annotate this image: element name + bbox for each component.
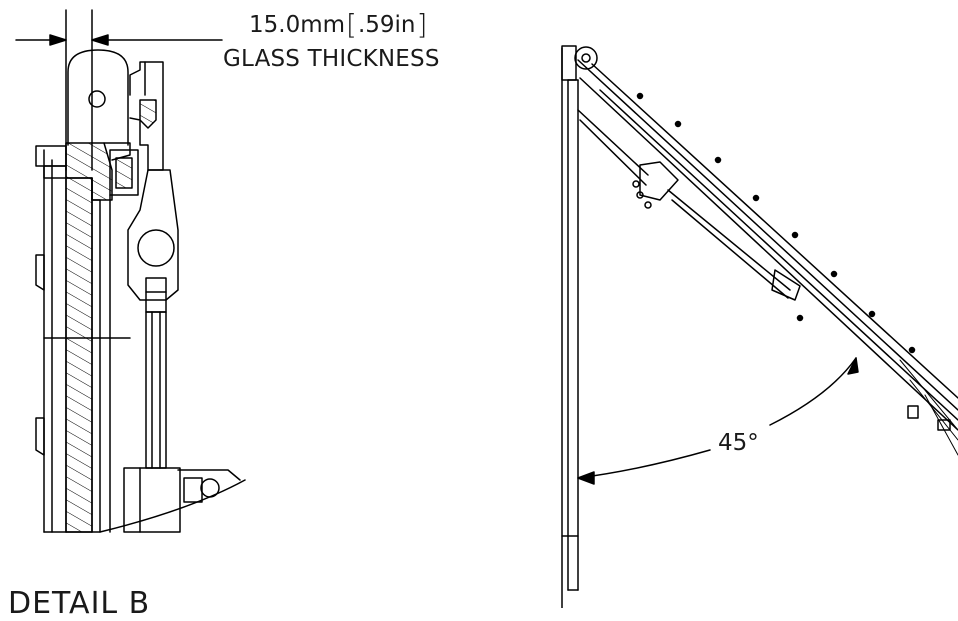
side-view bbox=[561, 45, 958, 608]
side-gas-strut bbox=[577, 109, 801, 301]
angle-arc bbox=[577, 357, 859, 485]
top-seal bbox=[65, 142, 139, 201]
detail-boundary-arc bbox=[43, 479, 246, 533]
hinge-knuckle bbox=[67, 49, 129, 146]
angle-label: 45° bbox=[718, 430, 759, 456]
bracket-open: [ bbox=[346, 8, 357, 41]
glass-panel bbox=[65, 177, 93, 533]
dimension-value: 15.0mm[.59in] bbox=[249, 8, 428, 41]
dimension-mm: 15.0mm bbox=[249, 12, 346, 38]
detail-label: DETAIL B bbox=[8, 586, 151, 621]
frame-outer bbox=[35, 145, 67, 533]
side-hinge bbox=[561, 45, 598, 81]
lid-end-hardware bbox=[907, 405, 951, 431]
dimension-in: .59in bbox=[357, 12, 416, 38]
strut-bracket bbox=[127, 169, 179, 301]
angled-lid bbox=[577, 59, 958, 456]
bracket-close: ] bbox=[416, 8, 428, 41]
dimension-caption: GLASS THICKNESS bbox=[223, 46, 440, 72]
lid-rivets bbox=[636, 92, 916, 354]
vertical-frame bbox=[561, 47, 579, 608]
technical-drawing bbox=[15, 9, 958, 608]
hinge-block bbox=[129, 61, 164, 171]
gas-strut bbox=[123, 277, 181, 533]
dimension-arrows bbox=[15, 34, 223, 46]
frame-inner bbox=[43, 194, 131, 533]
detail-b-section bbox=[15, 9, 246, 533]
